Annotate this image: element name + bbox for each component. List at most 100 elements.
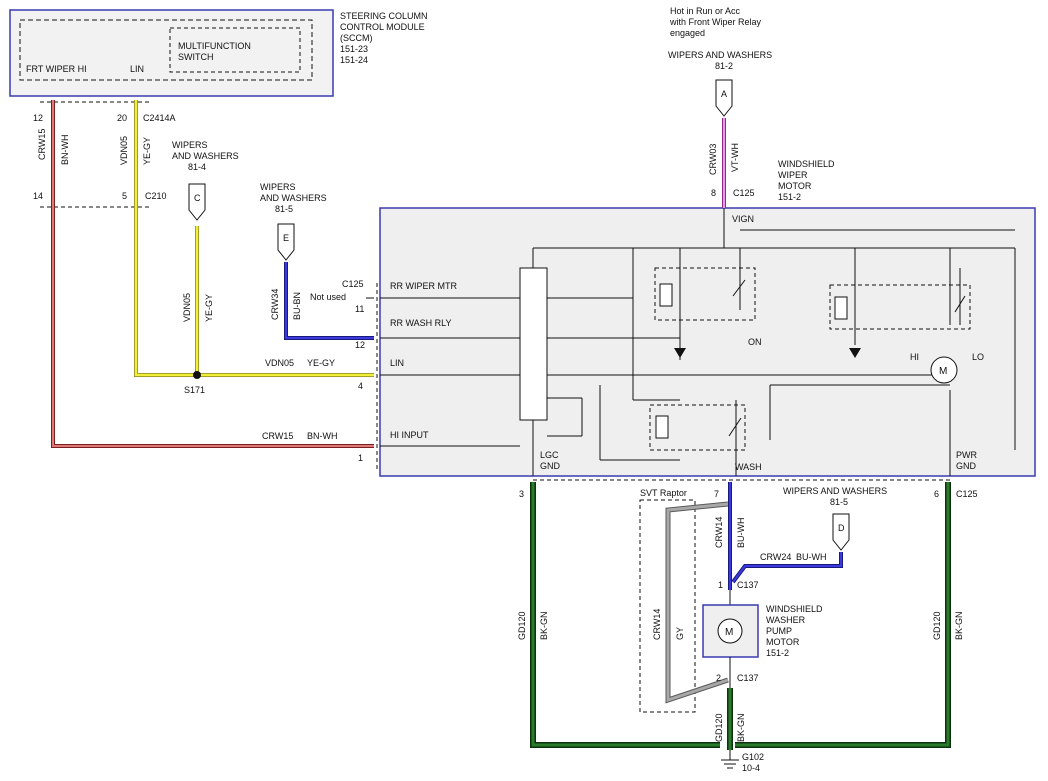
- diode-1: [674, 348, 686, 358]
- pin-rr-wash: RR WASH RLY: [390, 318, 452, 328]
- ref-d-line1: WIPERS AND WASHERS: [783, 486, 887, 496]
- pin-4: 4: [358, 381, 363, 391]
- crw34-code: CRW34: [270, 289, 280, 320]
- sccm-title-5: 151-24: [340, 55, 368, 65]
- c125-left: C125: [342, 279, 364, 289]
- ref-d-letter: D: [838, 523, 845, 533]
- ref-a-line1: WIPERS AND WASHERS: [668, 50, 772, 60]
- pump-title-5: 151-2: [766, 648, 789, 658]
- ground-symbol: [721, 750, 739, 769]
- vdn05-branch-code: VDN05: [182, 293, 192, 322]
- wire-vdn05: VDN05 YE-GY VDN05 YE-GY VDN05 YE-GY S171: [119, 100, 374, 395]
- relay-on-box: [654, 267, 756, 321]
- label-hi: HI: [910, 352, 919, 362]
- pin-20: 20: [117, 113, 127, 123]
- wire-crw24: CRW24 BU-WH: [731, 552, 843, 584]
- pump-title-3: PUMP: [766, 626, 792, 636]
- label-gnd-left: GND: [540, 461, 561, 471]
- pin-3: 3: [519, 489, 524, 499]
- wiper-motor-module: RR WIPER MTR RR WASH RLY LIN HI INPUT: [379, 207, 1036, 477]
- sccm-title-2: CONTROL MODULE: [340, 22, 425, 32]
- ref-e: WIPERS AND WASHERS 81-5 E CRW34 BU-BN: [260, 182, 374, 340]
- pump-motor-symbol: [717, 618, 743, 644]
- ref-d-line2: 81-5: [830, 497, 848, 507]
- wire-crw14: CRW14 BU-WH: [714, 482, 746, 590]
- crw14-code: CRW14: [714, 517, 724, 548]
- hot-note-3: engaged: [670, 28, 705, 38]
- sccm-pin-frt-wiper-hi: FRT WIPER HI: [26, 64, 87, 74]
- crw24-color: BU-WH: [796, 552, 827, 562]
- pin-8: 8: [711, 188, 716, 198]
- label-lgc: LGC: [540, 450, 559, 460]
- pin-rr-wiper: RR WIPER MTR: [390, 281, 457, 291]
- ref-e-flag: [277, 223, 295, 261]
- motor-title-4: 151-2: [778, 192, 801, 202]
- relay-hilo-coil: [834, 296, 848, 320]
- wire-crw15: CRW15 BN-WH CRW15 BN-WH: [37, 100, 374, 448]
- sccm-title-1: STEERING COLUMN: [340, 11, 428, 21]
- c137-bottom: C137: [737, 673, 759, 683]
- ref-c-letter: C: [194, 193, 201, 203]
- ref-c-line1: WIPERS: [172, 140, 208, 150]
- ref-a-line2: 81-2: [715, 61, 733, 71]
- label-wash: WASH: [735, 462, 762, 472]
- g102-label: G102: [742, 752, 764, 762]
- sccm-title-3: (SCCM): [340, 33, 373, 43]
- pin-1: 1: [358, 453, 363, 463]
- label-pwr: PWR: [956, 450, 977, 460]
- pin-14: 14: [33, 191, 43, 201]
- gd120-right-color: BK-GN: [954, 611, 964, 640]
- pump-title-1: WINDSHIELD: [766, 604, 823, 614]
- pin-2: 2: [716, 673, 721, 683]
- pin-lin-module: LIN: [390, 358, 404, 368]
- splice-s171: S171: [184, 385, 205, 395]
- crw24-code: CRW24: [760, 552, 791, 562]
- wire-gd120: GD120 BK-GN GD120 BK-GN GD120 BK-GN: [517, 482, 964, 750]
- wire-crw03: CRW03 VT-WH: [708, 118, 740, 208]
- hot-note-1: Hot in Run or Acc: [670, 6, 741, 16]
- vdn05-h-color: YE-GY: [307, 358, 335, 368]
- gd120-mid-color: BK-GN: [736, 713, 746, 742]
- gd120-mid-code: GD120: [714, 713, 724, 742]
- label-vign: VIGN: [732, 214, 754, 224]
- c125-bottom: C125: [956, 489, 978, 499]
- svt-raptor-label: SVT Raptor: [640, 488, 687, 498]
- wiper-motor-symbol: [930, 356, 958, 384]
- hot-note-2: with Front Wiper Relay: [669, 17, 762, 27]
- gd120-left-color: BK-GN: [539, 611, 549, 640]
- wire-crw14-gray: CRW14 GY: [652, 501, 729, 704]
- crw03-code: CRW03: [708, 144, 718, 175]
- pin-7: 7: [714, 489, 719, 499]
- pump-title-2: WASHER: [766, 615, 806, 625]
- gd120-left-code: GD120: [517, 611, 527, 640]
- relay-on-switch: [732, 279, 746, 297]
- diode-2: [849, 348, 861, 358]
- gd120-right-code: GD120: [932, 611, 942, 640]
- pump-title-4: MOTOR: [766, 637, 800, 647]
- vdn05-branch-color: YE-GY: [204, 294, 214, 322]
- pin-6: 6: [934, 489, 939, 499]
- motor-title-1: WINDSHIELD: [778, 159, 835, 169]
- relay-hilo-switch: [954, 295, 966, 313]
- ref-a-flag: [715, 79, 733, 117]
- sccm-inner-dashed: [19, 19, 313, 81]
- crw15-h-code: CRW15: [262, 431, 293, 441]
- switch-label-1: MULTIFUNCTION: [178, 41, 251, 51]
- label-gnd-right: GND: [956, 461, 977, 471]
- label-on: ON: [748, 337, 762, 347]
- motor-title-3: MOTOR: [778, 181, 812, 191]
- relay-on-coil: [659, 283, 673, 307]
- connector-c2414a: C2414A: [143, 113, 176, 123]
- motor-title-2: WIPER: [778, 170, 808, 180]
- ref-c-line2: AND WASHERS: [172, 151, 239, 161]
- crw15-color: BN-WH: [60, 135, 70, 166]
- ref-a-letter: A: [721, 89, 727, 99]
- ref-e-line1: WIPERS: [260, 182, 296, 192]
- pin-hi-input: HI INPUT: [390, 430, 429, 440]
- sccm-pin-lin: LIN: [130, 64, 144, 74]
- switch-label-2: SWITCH: [178, 52, 214, 62]
- pin-11: 11: [355, 304, 364, 314]
- crw15-code: CRW15: [37, 129, 47, 160]
- module-internal-wiring: [380, 208, 1016, 476]
